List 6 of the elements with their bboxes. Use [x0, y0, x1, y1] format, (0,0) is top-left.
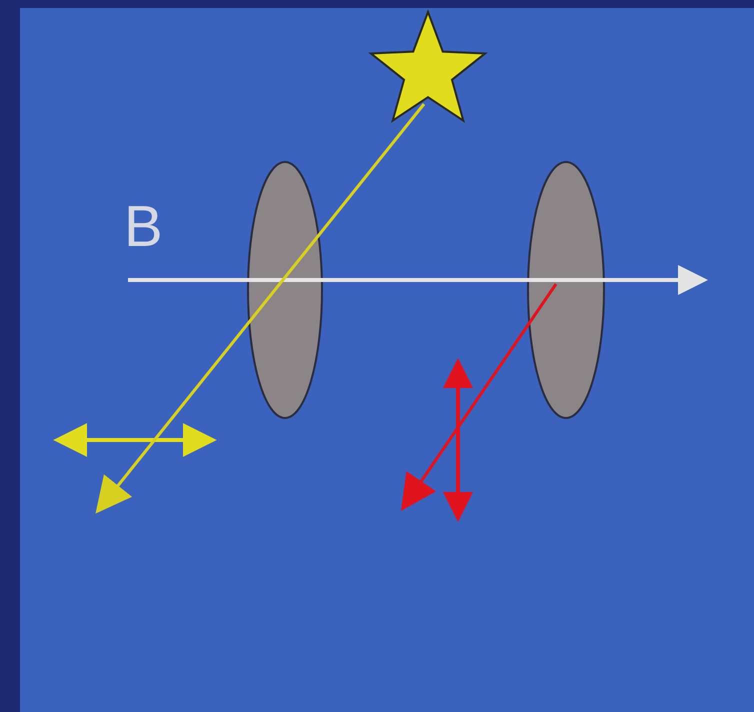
light-ray: [400, 283, 558, 511]
star-shape: [368, 9, 488, 123]
field-label: B: [124, 198, 163, 256]
lens-shape: [247, 161, 323, 419]
lens-shape: [527, 161, 605, 419]
light-ray: [96, 103, 426, 514]
